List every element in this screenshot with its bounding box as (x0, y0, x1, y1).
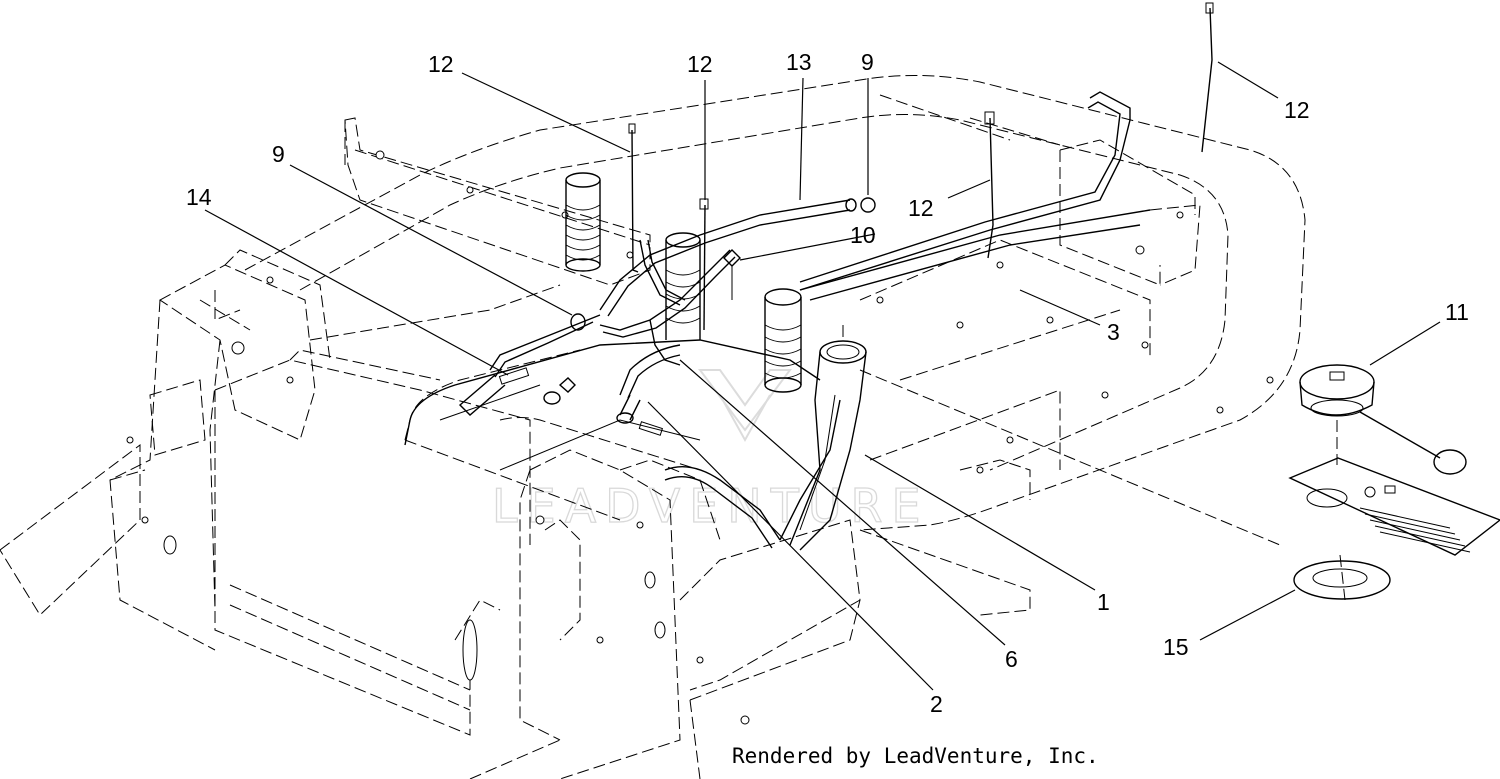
watermark-logo (698, 369, 792, 443)
centerlines (842, 325, 1346, 601)
fitting-9-left (570, 313, 586, 331)
callout-3: 3 (1107, 319, 1120, 345)
long-vent-line (799, 209, 1151, 301)
cable-ties (628, 2, 1214, 331)
callout-10: 10 (850, 222, 876, 248)
watermark-text: LEADVENTURE (492, 479, 930, 533)
callout-12-a: 12 (428, 51, 454, 77)
fittings (543, 197, 876, 405)
callout-9-left: 9 (272, 141, 285, 167)
leader-lines (204, 61, 1441, 691)
callout-11: 11 (1445, 299, 1469, 325)
fuel-cap (1299, 364, 1467, 475)
callout-1: 1 (1097, 589, 1110, 615)
vent-line-3 (799, 91, 1131, 291)
hose-14 (458, 314, 601, 416)
spring-middle (665, 232, 701, 340)
hose-13 (599, 198, 857, 317)
callout-2: 2 (930, 691, 943, 717)
cable-tie-4 (1201, 7, 1213, 153)
callouts: 12 12 13 9 12 9 14 12 10 3 11 1 15 6 2 (186, 49, 1469, 717)
callout-13: 13 (786, 49, 812, 75)
left-chassis (0, 249, 331, 651)
hose-2 (616, 344, 681, 424)
cable-tie-1 (631, 129, 639, 273)
callout-14: 14 (186, 184, 212, 210)
return-line-6 (599, 239, 736, 366)
render-credit: Rendered by LeadVenture, Inc. (732, 744, 1099, 768)
fuel-tank (404, 339, 821, 471)
fuel-label-decal (498, 367, 530, 385)
callout-12-b: 12 (687, 51, 713, 77)
tank-label-decal (638, 421, 664, 436)
filler-neck (789, 340, 867, 551)
spring-left (565, 172, 601, 272)
seat-springs (565, 172, 802, 393)
callout-12-c: 12 (908, 195, 934, 221)
callout-12-d: 12 (1284, 97, 1310, 123)
callout-6: 6 (1005, 646, 1018, 672)
fuel-decal (1288, 457, 1500, 600)
filler-gasket (1293, 560, 1391, 600)
callout-9-right: 9 (861, 49, 874, 75)
watermark: LEADVENTURE (491, 369, 930, 534)
rear-bracket (344, 117, 651, 286)
cable-tie-2 (703, 204, 706, 331)
callout-15: 15 (1163, 634, 1189, 660)
frame-loop (244, 74, 1306, 616)
fuel-lines (458, 91, 1151, 549)
tank-body (214, 284, 701, 736)
fitting-9-right (860, 197, 876, 213)
spring-right (764, 288, 802, 393)
shutoff-valve (543, 391, 561, 405)
cable-tie-3 (987, 117, 994, 259)
fuel-line-1 (664, 399, 841, 549)
clip-10 (723, 249, 741, 267)
